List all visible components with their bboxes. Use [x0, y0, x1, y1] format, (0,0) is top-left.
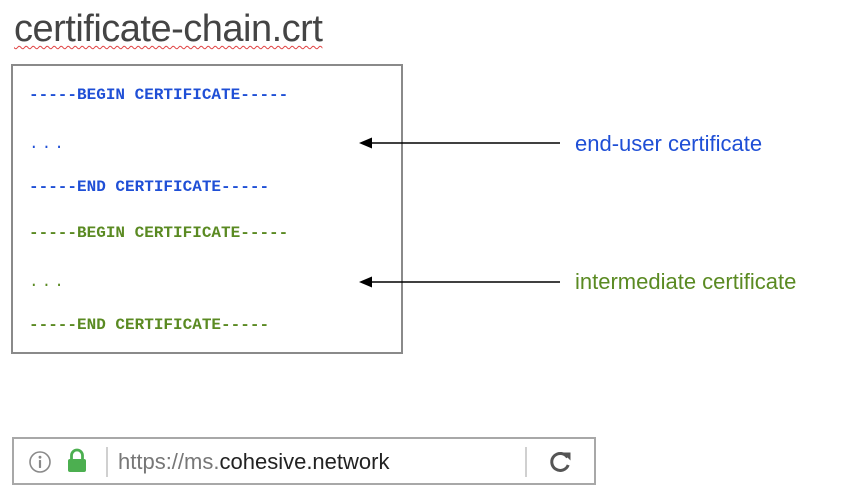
end-user-arrow: [359, 137, 560, 149]
end-user-begin-line: -----BEGIN CERTIFICATE-----: [29, 86, 289, 104]
intermediate-end-line: -----END CERTIFICATE-----: [29, 316, 270, 334]
intermediate-certificate-label: intermediate certificate: [575, 269, 797, 294]
end-user-body-line: ...: [29, 135, 67, 153]
address-bar-divider: [106, 447, 108, 477]
url-prefix: https://ms.: [118, 449, 220, 474]
address-bar-divider: [525, 447, 527, 477]
lock-icon: [66, 448, 88, 479]
intermediate-body-line: ...: [29, 273, 67, 291]
end-user-end-line: -----END CERTIFICATE-----: [29, 178, 270, 196]
end-user-certificate-label: end-user certificate: [575, 131, 763, 156]
url-field[interactable]: https://ms.cohesive.network: [118, 449, 389, 475]
intermediate-arrow: [359, 276, 560, 288]
browser-address-bar[interactable]: https://ms.cohesive.network: [12, 437, 596, 485]
url-host: cohesive.network: [219, 449, 390, 474]
info-icon[interactable]: [28, 450, 52, 479]
certificate-file-contents: -----BEGIN CERTIFICATE----- ... -----END…: [11, 64, 403, 354]
file-title: certificate-chain.crt: [14, 8, 323, 50]
intermediate-begin-line: -----BEGIN CERTIFICATE-----: [29, 224, 289, 242]
reload-icon[interactable]: [547, 449, 573, 480]
